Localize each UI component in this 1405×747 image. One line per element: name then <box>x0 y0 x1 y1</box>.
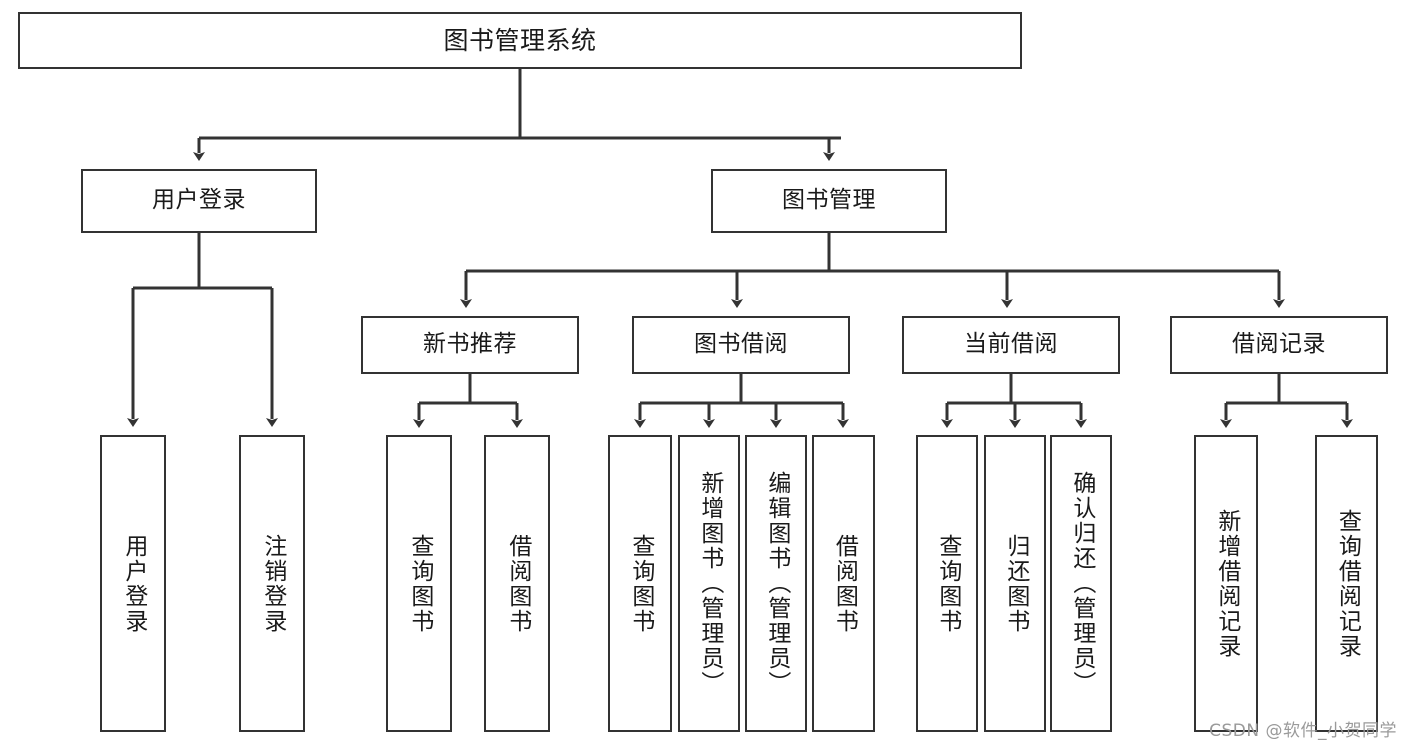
node-leaf-borrow-book-2-label: 借阅图书 <box>831 533 858 634</box>
node-book-manage-label: 图书管理 <box>782 187 876 214</box>
node-user-login[interactable]: 用户登录 <box>81 169 317 233</box>
node-leaf-confirm-return[interactable]: 确认归还（管理员） <box>1050 435 1112 732</box>
node-current-borrow-label: 当前借阅 <box>964 331 1058 358</box>
node-leaf-borrow-book-1[interactable]: 借阅图书 <box>484 435 550 732</box>
node-leaf-logout[interactable]: 注销登录 <box>239 435 305 732</box>
node-leaf-borrow-book-1-label: 借阅图书 <box>504 533 531 634</box>
node-leaf-query-book-2[interactable]: 查询图书 <box>608 435 672 732</box>
node-leaf-add-record[interactable]: 新增借阅记录 <box>1194 435 1258 732</box>
node-leaf-query-record[interactable]: 查询借阅记录 <box>1315 435 1378 732</box>
node-borrow-record[interactable]: 借阅记录 <box>1170 316 1388 374</box>
node-book-borrow-label: 图书借阅 <box>694 331 788 358</box>
node-root[interactable]: 图书管理系统 <box>18 12 1022 69</box>
node-current-borrow[interactable]: 当前借阅 <box>902 316 1120 374</box>
watermark-text: CSDN @软件_小贺同学 <box>1209 721 1397 741</box>
node-root-label: 图书管理系统 <box>443 25 597 55</box>
node-leaf-logout-label: 注销登录 <box>259 533 286 634</box>
node-new-book-recommend-label: 新书推荐 <box>423 331 517 358</box>
node-leaf-add-book[interactable]: 新增图书（管理员） <box>678 435 740 732</box>
node-leaf-query-record-label: 查询借阅记录 <box>1334 508 1361 659</box>
node-leaf-return-book-label: 归还图书 <box>1002 533 1029 634</box>
node-book-borrow[interactable]: 图书借阅 <box>632 316 850 374</box>
node-leaf-add-book-label: 新增图书（管理员） <box>696 471 723 696</box>
node-leaf-query-book-3[interactable]: 查询图书 <box>916 435 978 732</box>
node-new-book-recommend[interactable]: 新书推荐 <box>361 316 579 374</box>
node-leaf-query-book-2-label: 查询图书 <box>627 533 654 634</box>
node-leaf-user-login[interactable]: 用户登录 <box>100 435 166 732</box>
node-leaf-user-login-label: 用户登录 <box>120 533 147 634</box>
node-leaf-return-book[interactable]: 归还图书 <box>984 435 1046 732</box>
node-leaf-confirm-return-label: 确认归还（管理员） <box>1068 471 1095 696</box>
node-leaf-edit-book[interactable]: 编辑图书（管理员） <box>745 435 807 732</box>
node-leaf-query-book-1[interactable]: 查询图书 <box>386 435 452 732</box>
node-user-login-label: 用户登录 <box>152 187 246 214</box>
node-leaf-add-record-label: 新增借阅记录 <box>1213 508 1240 659</box>
node-borrow-record-label: 借阅记录 <box>1232 331 1326 358</box>
node-leaf-query-book-1-label: 查询图书 <box>406 533 433 634</box>
node-book-manage[interactable]: 图书管理 <box>711 169 947 233</box>
node-leaf-query-book-3-label: 查询图书 <box>934 533 961 634</box>
node-leaf-edit-book-label: 编辑图书（管理员） <box>763 471 790 696</box>
node-leaf-borrow-book-2[interactable]: 借阅图书 <box>812 435 875 732</box>
